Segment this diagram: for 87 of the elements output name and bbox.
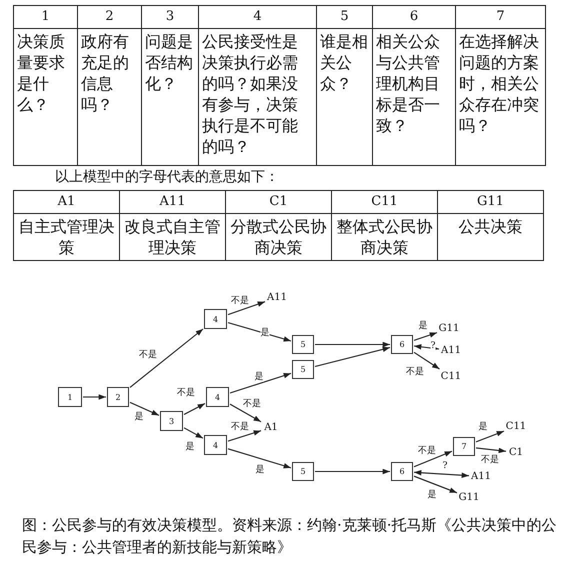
- arrow: [414, 450, 452, 468]
- step-box: 5: [292, 360, 314, 379]
- edge-label: 是: [418, 321, 428, 331]
- arrow: [184, 427, 204, 439]
- outcome-label: A11: [266, 291, 288, 304]
- table-header-cell: 6: [372, 6, 456, 28]
- edge-label: 是: [260, 328, 270, 338]
- step-box: 4: [204, 435, 227, 455]
- arrow: [414, 344, 440, 351]
- step-box: 6: [391, 335, 413, 354]
- arrow: [230, 404, 262, 422]
- table-header-cell: 3: [142, 6, 198, 28]
- arrow: [228, 322, 292, 342]
- edge-label: 是: [186, 442, 194, 452]
- arrow: [228, 430, 262, 442]
- table-header-cell: A11: [120, 190, 226, 214]
- edge-label: 不是: [177, 388, 195, 398]
- outcome-label: G11: [458, 491, 480, 504]
- arrow: [230, 372, 292, 394]
- edge-label: 是: [478, 422, 488, 432]
- table-cell: 分散式公民协商决策: [226, 214, 332, 260]
- table-cell: 政府有充足的信息吗？: [78, 28, 142, 166]
- note-text: 以上模型中的字母代表的意思如下：: [55, 168, 279, 186]
- step-box: 1: [58, 387, 82, 407]
- arrow: [130, 402, 160, 416]
- step-box: 5: [292, 335, 314, 354]
- caption: 图：公民参与的有效决策模型。资料来源：约翰·克莱顿·托马斯《公共决策中的公民参与：公共管理者的新技能与新策略》: [22, 515, 557, 558]
- table-cell: 问题是否结构化？: [142, 28, 198, 166]
- step-box: 5: [292, 462, 314, 481]
- table-header-cell: G11: [438, 190, 544, 214]
- edge-label: 是: [254, 372, 264, 382]
- table-header-cell: C11: [332, 190, 438, 214]
- step-box: 7: [453, 437, 475, 456]
- arrow: [476, 430, 504, 442]
- arrow: [414, 476, 458, 494]
- arrow: [414, 352, 440, 370]
- edge-label: 不是: [231, 422, 249, 432]
- table-cell: 公民接受性是决策执行必需的吗？如果没有参与，决策执行是不可能的吗？: [198, 28, 316, 166]
- arrow: [83, 394, 106, 400]
- table-cell: 改良式自主管理决策: [120, 214, 226, 260]
- arrow: [228, 301, 266, 316]
- outcome-label: A1: [262, 421, 280, 434]
- edge-label: 是: [428, 490, 436, 500]
- edge-label: ?: [442, 461, 448, 471]
- arrow: [476, 447, 506, 454]
- step-box: 3: [160, 411, 183, 431]
- edge-label: ?: [430, 341, 436, 351]
- table-header-cell: 5: [316, 6, 372, 28]
- table-cell: 整体式公民协商决策: [332, 214, 438, 260]
- table-header-cell: C1: [226, 190, 332, 214]
- table-cell: 决策质量要求是什么？: [14, 28, 78, 166]
- step-box: 4: [204, 309, 227, 329]
- table-header-cell: 4: [198, 6, 316, 28]
- table-cell: 相关公众与公共管理机构目标是否一致？: [372, 28, 456, 166]
- outcome-label: A11: [470, 470, 492, 483]
- table-cell: 在选择解决问题的方案时，相关公众存在冲突吗？: [456, 28, 546, 166]
- arrow: [314, 346, 390, 368]
- table-cell: 谁是相关公众？: [316, 28, 372, 166]
- step-box: 6: [391, 462, 413, 481]
- step-box: 2: [107, 387, 129, 407]
- outcome-label: A11: [440, 344, 462, 357]
- arrow: [130, 328, 204, 388]
- table-header-cell: A1: [14, 190, 120, 214]
- outcome-label: C11: [440, 370, 462, 383]
- table-cell: 自主式管理决策: [14, 214, 120, 260]
- table-header-cell: 1: [14, 6, 78, 28]
- outcome-label: C1: [507, 446, 525, 459]
- edge-label: 不是: [231, 296, 249, 306]
- edge-label: 不是: [481, 455, 499, 465]
- edge-label: 不是: [406, 367, 424, 377]
- table-cell: 公共决策: [438, 214, 544, 260]
- arrow: [414, 332, 438, 341]
- edge-label: 不是: [418, 446, 436, 456]
- arrow: [315, 468, 390, 474]
- edge-label: 不是: [243, 399, 261, 409]
- table-header-cell: 2: [78, 6, 142, 28]
- arrow: [315, 342, 390, 348]
- step-box: 4: [206, 387, 229, 407]
- edge-label: 不是: [139, 350, 157, 360]
- outcome-label: G11: [438, 322, 460, 335]
- table-header-cell: 7: [456, 6, 546, 28]
- outcome-label: C11: [505, 420, 527, 433]
- arrow: [414, 470, 470, 478]
- edge-label: 是: [256, 465, 264, 475]
- arrow: [184, 403, 206, 415]
- edge-label: 是: [134, 412, 144, 422]
- arrow: [228, 448, 292, 468]
